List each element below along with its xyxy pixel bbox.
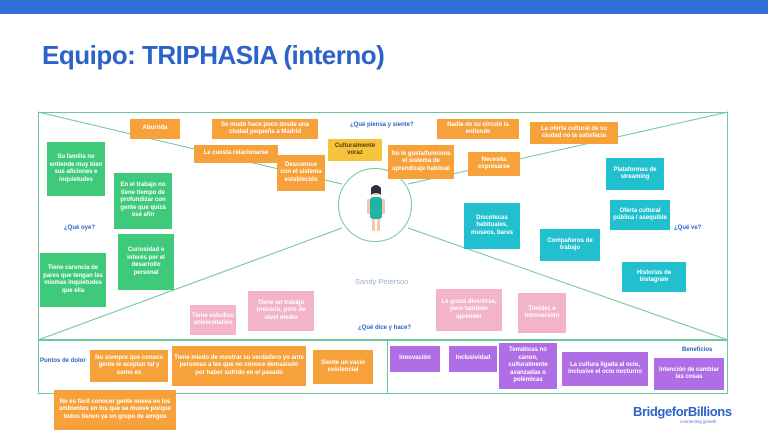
sticky-note-historias[interactable]: Historias de Instagram <box>622 262 686 292</box>
sticky-note-discotecas[interactable]: Discotecas habituales, museos, bares <box>464 203 520 249</box>
empathy-map-canvas <box>38 112 728 340</box>
sticky-note-miedo[interactable]: Tiene miedo de mostrar su verdadero yo a… <box>172 346 306 386</box>
top-accent-bar <box>0 0 768 14</box>
sticky-note-timidez[interactable]: Timidez e introversión <box>518 293 566 333</box>
label-pains: Puntos de dolor <box>40 358 86 364</box>
page-title: Equipo: TRIPHASIA (interno) <box>42 40 385 70</box>
sticky-note-aburrida[interactable]: Aburrida <box>130 119 180 139</box>
sticky-note-mudo[interactable]: Se mudó hace poco desde una ciudad peque… <box>212 119 318 139</box>
persona-avatar-icon <box>367 185 385 231</box>
sticky-note-vacio[interactable]: Siente un vacío existencial <box>313 350 373 384</box>
sticky-note-tematicas[interactable]: Temáticas no canon, culturalmente avanza… <box>499 343 557 389</box>
sticky-note-carencia[interactable]: Tiene carencia de pares que tengan las m… <box>40 253 106 307</box>
sticky-note-cultura-ocio[interactable]: La cultura ligada al ocio, inclusive el … <box>562 352 648 386</box>
label-thinks-feels: ¿Qué piensa y siente? <box>350 122 414 128</box>
label-gains: Beneficios <box>682 347 713 353</box>
sticky-note-trabajo-tiempo[interactable]: En el trabajo no tiene tiempo de profund… <box>114 173 172 229</box>
sticky-note-estudios[interactable]: Tiene estudios universitarios <box>190 305 236 335</box>
sticky-note-inclusividad[interactable]: Inclusividad <box>449 346 497 372</box>
sticky-note-innovacion[interactable]: Innovación <box>390 346 440 372</box>
sticky-note-no-facil[interactable]: No es fácil conocer gente nueva en los a… <box>54 390 176 430</box>
sticky-note-cuesta-relacionarse[interactable]: Le cuesta relacionarse <box>194 145 278 163</box>
sticky-note-culturalmente-voraz[interactable]: Culturalmente voraz <box>328 139 382 161</box>
label-says-does: ¿Qué dice y hace? <box>358 325 412 331</box>
label-hears: ¿Qué oye? <box>64 225 96 231</box>
persona-circle <box>338 168 412 242</box>
sticky-note-oferta-no-satisface[interactable]: La oferta cultural de su ciudad no la sa… <box>530 122 618 144</box>
brand-tagline: connecting growth <box>680 419 717 424</box>
pains-gains-panel <box>38 340 728 394</box>
sticky-note-no-siempre[interactable]: No siempre que conoce gente le aceptan t… <box>90 350 168 382</box>
sticky-note-trabajo-precario[interactable]: Tiene un trabajo precario, pero de nivel… <box>248 291 314 331</box>
sticky-note-necesita-expresarse[interactable]: Necesita expresarse <box>468 152 520 176</box>
sticky-note-companeros[interactable]: Compañeros de trabajo <box>540 229 600 261</box>
sticky-note-divertirse[interactable]: Le gusta divertirse, pero también aprend… <box>436 289 502 331</box>
sticky-note-oferta-publica[interactable]: Oferta cultural pública / asequible <box>610 200 670 230</box>
label-sees: ¿Qué ve? <box>674 225 702 231</box>
sticky-note-curiosidad[interactable]: Curiosidad e interés por el desarrollo p… <box>118 234 174 290</box>
sticky-note-intencion[interactable]: Intención de cambiar las cosas <box>654 358 724 390</box>
pains-gains-divider <box>387 340 388 394</box>
brand-logo: BridgeforBillions <box>633 404 732 419</box>
sticky-note-nadie-circulo[interactable]: Nadie de su círculo la entiende <box>437 119 519 139</box>
sticky-note-plataformas[interactable]: Plataformas de streaming <box>606 158 664 190</box>
sticky-note-desconoce[interactable]: Desconoce con el sistema establecido <box>277 155 325 191</box>
sticky-note-no-le-gusta[interactable]: No le gusta/funciona el sistema de apren… <box>388 145 454 179</box>
sticky-note-familia[interactable]: Su familia no entiende muy bien sus afic… <box>47 142 105 196</box>
persona-name: Sandy Peterson <box>355 277 409 286</box>
